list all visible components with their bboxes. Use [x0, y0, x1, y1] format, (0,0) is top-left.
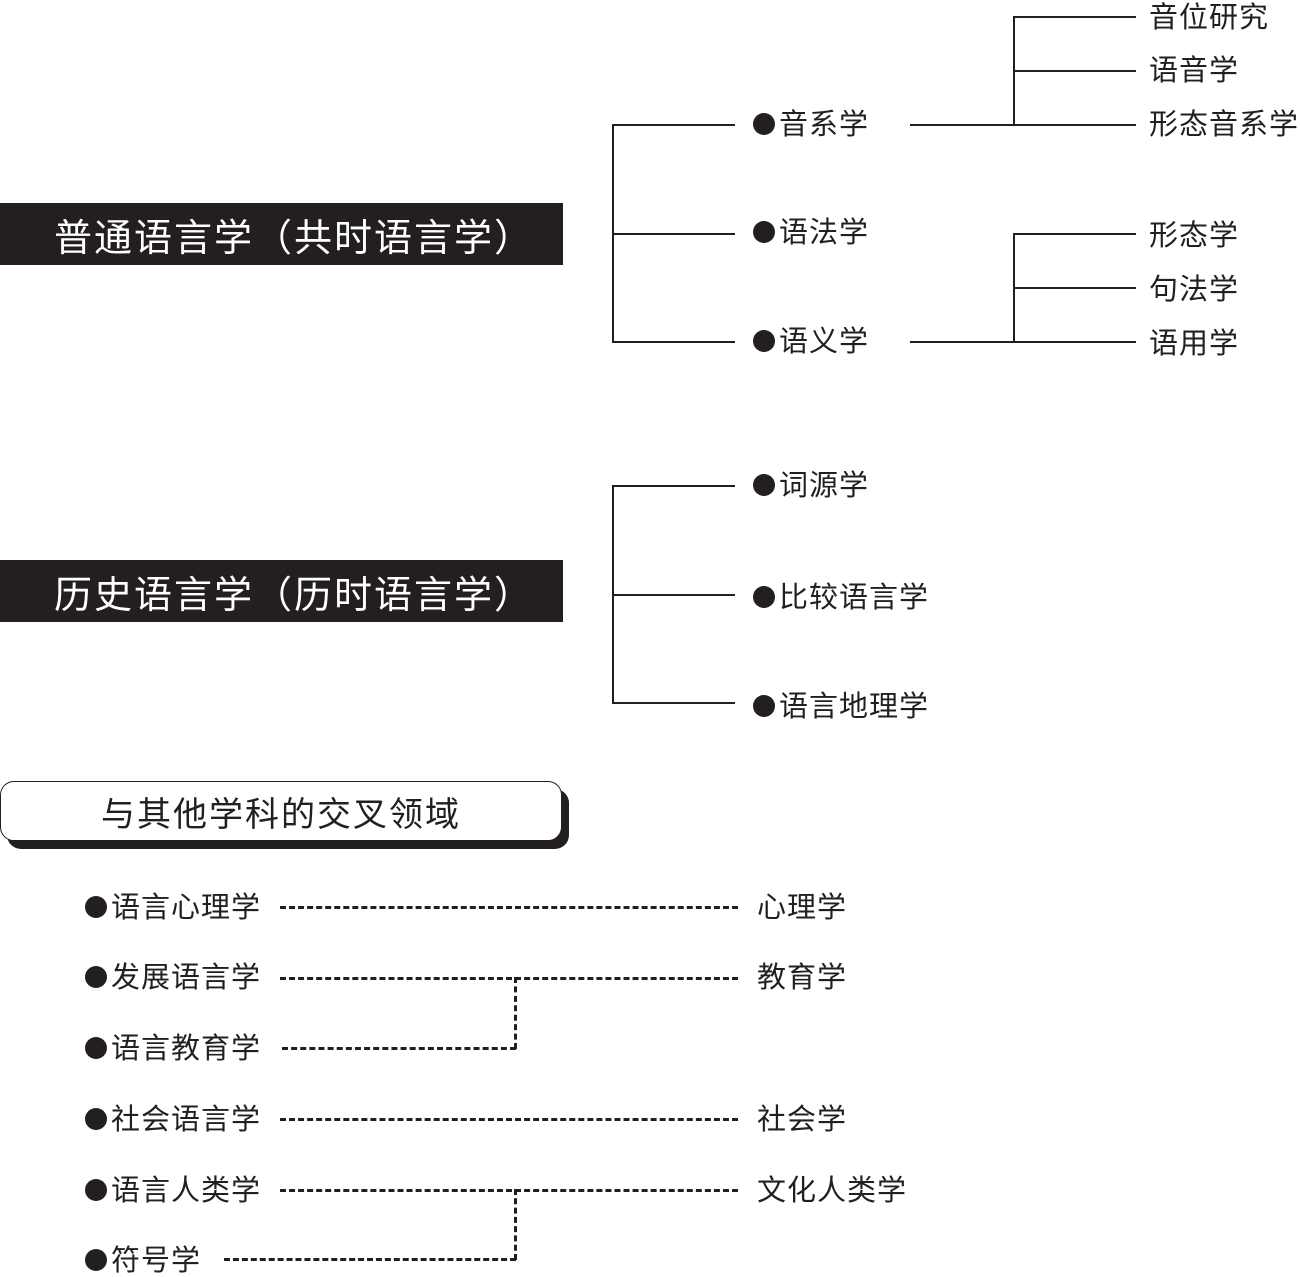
bullet-icon	[753, 330, 775, 352]
connector-semiotics	[224, 1258, 516, 1261]
connector-anthropology-join	[514, 1189, 517, 1260]
bullet-icon	[85, 1249, 107, 1271]
bullet-icon	[753, 113, 775, 135]
bullet-icon	[753, 221, 775, 243]
sub-pragmatics: 语用学	[1149, 326, 1240, 360]
connector-educational-linguistics	[282, 1047, 516, 1050]
diachronic-bracket-arm-1	[612, 485, 735, 487]
field-linguistic-anthropology: 语言人类学	[85, 1173, 261, 1207]
branch-grammar: 语法学	[753, 215, 869, 249]
bullet-icon	[85, 966, 107, 988]
bullet-icon	[753, 695, 775, 717]
bullet-icon	[85, 1108, 107, 1130]
connector-psycholinguistics-psychology	[280, 906, 738, 909]
semantics-bracket-arm-2	[1013, 287, 1136, 289]
synchronic-linguistics-title: 普通语言学（共时语言学）	[54, 215, 535, 260]
connector-sociolinguistics-sociology	[280, 1118, 738, 1121]
field-developmental-linguistics: 发展语言学	[85, 960, 261, 994]
branch-comparative-linguistics: 比较语言学	[753, 580, 929, 614]
phonology-bracket-arm-1	[1013, 16, 1136, 18]
sub-syntax: 句法学	[1149, 272, 1240, 306]
branch-phonology: 音系学	[753, 107, 869, 141]
field-semiotics: 符号学	[85, 1243, 201, 1277]
field-educational-linguistics: 语言教育学	[85, 1031, 261, 1065]
phonology-bracket-arm-2	[1013, 70, 1136, 72]
synchronic-bracket-arm-2	[612, 233, 735, 235]
diachronic-linguistics-banner: 历史语言学（历时语言学）	[0, 560, 563, 622]
bullet-icon	[85, 1179, 107, 1201]
phonology-connector	[910, 124, 1014, 126]
semantics-bracket-arm-3	[1013, 341, 1136, 343]
branch-etymology: 词源学	[753, 468, 869, 502]
interdisciplinary-heading-box: 与其他学科的交叉领域	[0, 781, 562, 841]
branch-linguistic-geography: 语言地理学	[753, 689, 929, 723]
diachronic-bracket-arm-2	[612, 594, 735, 596]
discipline-cultural-anthropology: 文化人类学	[757, 1173, 908, 1207]
discipline-education: 教育学	[757, 960, 848, 994]
diachronic-linguistics-title: 历史语言学（历时语言学）	[54, 572, 535, 617]
semantics-connector	[910, 341, 1014, 343]
synchronic-linguistics-banner: 普通语言学（共时语言学）	[0, 203, 563, 265]
diachronic-bracket-arm-3	[612, 702, 735, 704]
connector-anthropology-cultural	[280, 1189, 738, 1192]
sub-phonemics: 音位研究	[1149, 0, 1270, 34]
interdisciplinary-heading: 与其他学科的交叉领域	[101, 794, 461, 835]
phonology-bracket-arm-3	[1013, 124, 1136, 126]
connector-education-join	[514, 977, 517, 1049]
field-psycholinguistics: 语言心理学	[85, 890, 261, 924]
synchronic-bracket-arm-3	[612, 341, 735, 343]
synchronic-bracket-arm-1	[612, 124, 735, 126]
connector-developmental-education	[280, 977, 738, 980]
semantics-bracket-arm-1	[1013, 233, 1136, 235]
field-sociolinguistics: 社会语言学	[85, 1102, 261, 1136]
sub-phonetics: 语音学	[1149, 53, 1240, 87]
discipline-sociology: 社会学	[757, 1102, 848, 1136]
sub-morphophonology: 形态音系学	[1149, 107, 1300, 141]
bullet-icon	[85, 896, 107, 918]
branch-semantics: 语义学	[753, 324, 869, 358]
bullet-icon	[85, 1037, 107, 1059]
sub-morphology: 形态学	[1149, 218, 1240, 252]
bullet-icon	[753, 474, 775, 496]
bullet-icon	[753, 586, 775, 608]
discipline-psychology: 心理学	[757, 890, 848, 924]
